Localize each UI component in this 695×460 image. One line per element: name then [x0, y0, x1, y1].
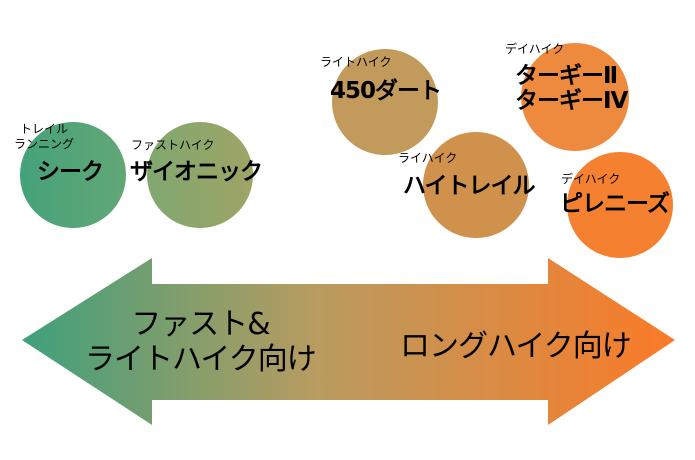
category-label: ファストハイク — [131, 138, 215, 152]
circle-targhee — [521, 43, 629, 151]
product-name: ピレニーズ — [560, 191, 670, 217]
product-name: ターギーⅡ ターギーⅣ — [515, 63, 628, 115]
circle-zionic — [147, 122, 253, 228]
circle-hightrail — [423, 132, 529, 238]
category-label: デイハイク — [505, 42, 565, 56]
product-name: ハイトレイル — [403, 173, 536, 199]
double-arrow — [22, 258, 675, 425]
circle-seek — [20, 122, 126, 228]
product-name: ザイオニック — [130, 159, 263, 185]
category-label: ライハイク — [398, 151, 458, 165]
product-name: シーク — [37, 159, 104, 185]
category-label: ライトハイク — [320, 55, 392, 69]
arrow-left-label: ファスト& ライトハイク向け — [85, 307, 317, 377]
product-name: 450ダート — [330, 78, 442, 104]
circle-450dart — [332, 49, 438, 155]
circle-pyrenees — [567, 152, 673, 258]
category-label: デイハイク — [561, 172, 621, 186]
category-label: トレイル ランニング — [14, 122, 75, 151]
arrow-right-label: ロングハイク向け — [400, 329, 632, 364]
